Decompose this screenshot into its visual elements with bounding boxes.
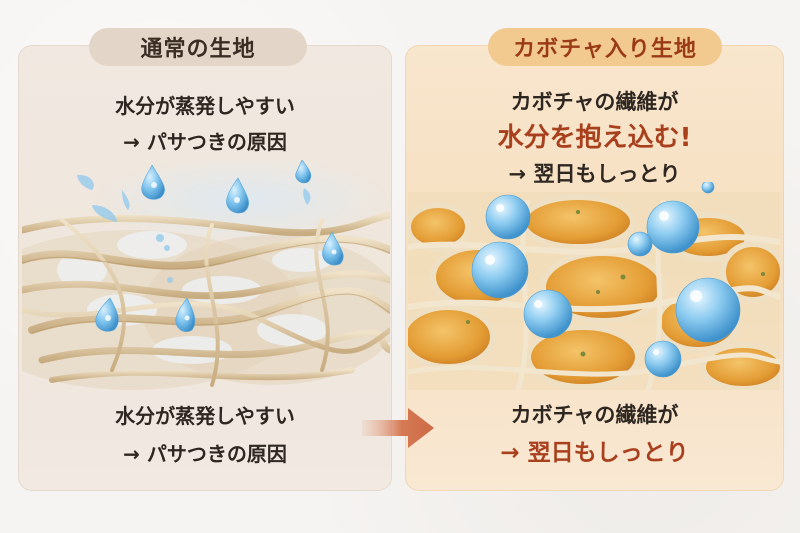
caption-line: → パサつきの原因 <box>123 130 287 154</box>
arrow-right-icon <box>362 408 434 448</box>
pumpkin-dough-bottom-caption: カボチャの繊維が → 翌日もしっとり <box>405 396 784 472</box>
caption-line: 水分が蒸発しやすい <box>115 94 295 118</box>
caption-line: カボチャの繊維が <box>510 90 679 114</box>
caption-line: カボチャの繊維が <box>510 403 679 427</box>
pumpkin-fiber-mesh-illustration <box>408 182 780 390</box>
caption-emphasis-line: 水分を抱え込む! <box>497 123 692 153</box>
normal-dough-top-caption: 水分が蒸発しやすい → パサつきの原因 <box>18 88 392 160</box>
caption-line: 水分が蒸発しやすい <box>115 404 295 428</box>
pumpkin-dough-top-caption: カボチャの繊維が 水分を抱え込む! → 翌日もしっとり <box>405 84 784 192</box>
caption-line: → パサつきの原因 <box>123 442 287 466</box>
dry-fiber-mesh-illustration <box>22 160 390 390</box>
caption-emphasis-line: → 翌日もしっとり <box>500 440 689 466</box>
pumpkin-dough-title: カボチャ入り生地 <box>488 28 722 66</box>
caption-line: → 翌日もしっとり <box>508 162 681 186</box>
normal-dough-bottom-caption: 水分が蒸発しやすい → パサつきの原因 <box>18 397 392 473</box>
normal-dough-title: 通常の生地 <box>89 28 307 66</box>
